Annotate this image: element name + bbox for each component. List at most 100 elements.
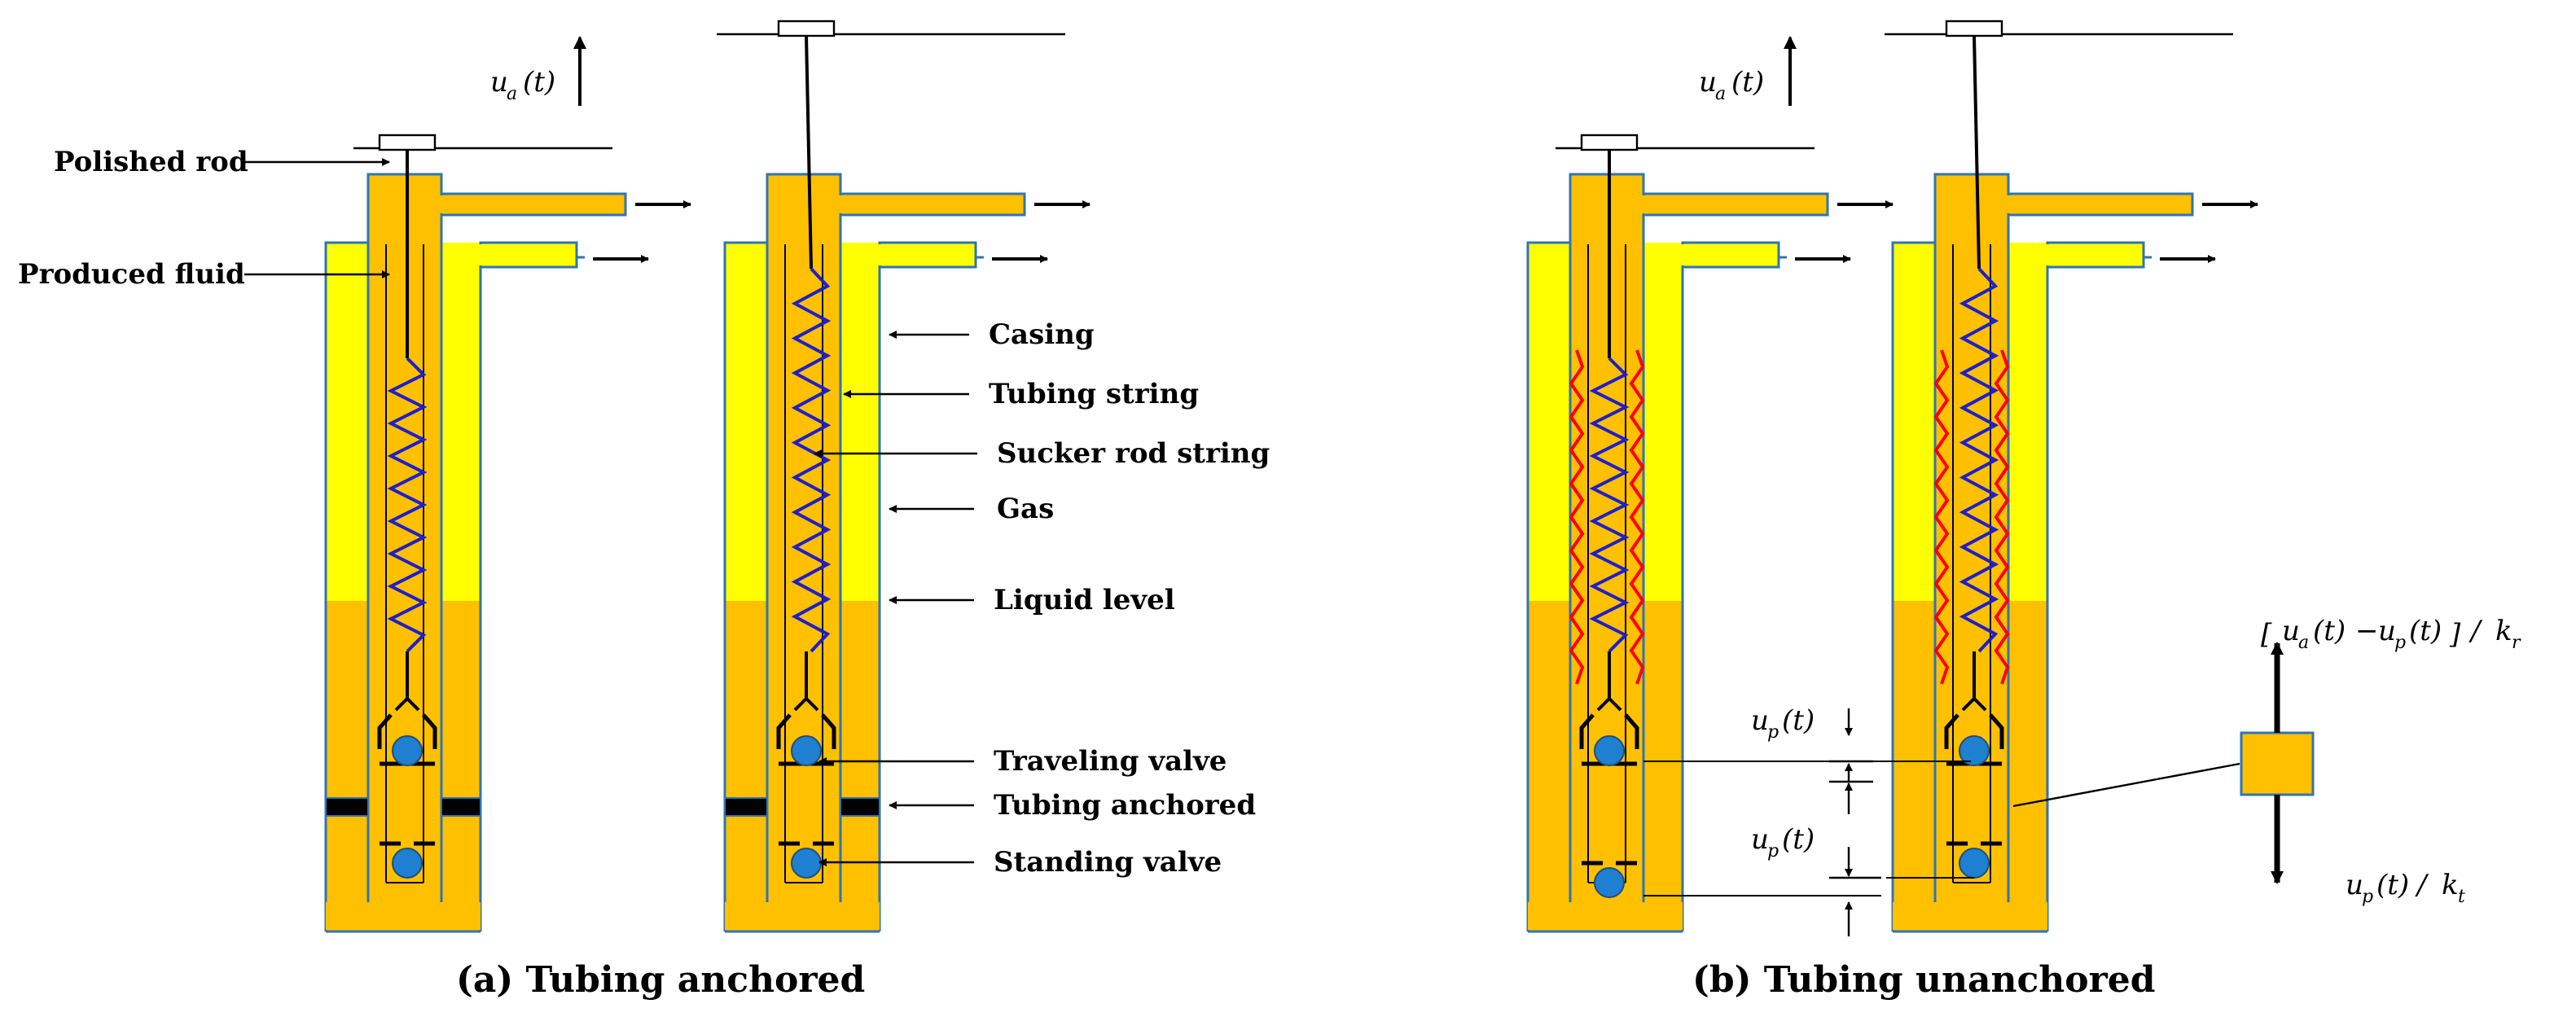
- well-b1-bottom-band: [1528, 902, 1683, 930]
- svg-text:k: k: [2442, 869, 2459, 901]
- wells-layer: [324, 20, 2258, 933]
- math-layer: u a (t) u a (t) u p (t) u p (t): [490, 36, 2521, 936]
- well-a1-casing-right-wall: [479, 256, 585, 932]
- casing-label: Casing: [989, 318, 1095, 351]
- well-a1-sucker-rod-spring: [387, 357, 428, 653]
- well-a2-bottom-band: [725, 902, 880, 930]
- well-b2-bottom-band: [1893, 902, 2047, 930]
- well-b1-sucker-rod-spring: [1589, 357, 1630, 653]
- well-a2-casing-left-wall: [723, 241, 767, 932]
- svg-text:p: p: [2394, 633, 2406, 653]
- svg-text:u: u: [490, 66, 508, 99]
- standing-valve-label: Standing valve: [994, 846, 1222, 879]
- well-a1-standing-valve-ball: [392, 848, 423, 879]
- well-a2-tv-cage-left: [776, 713, 792, 749]
- well-b2-tv-cage-left: [1944, 713, 1959, 749]
- well-a1-polished-rod-clamp: [378, 134, 437, 151]
- svg-text:(t): (t): [1782, 704, 1815, 737]
- well-b2-polished-rod: [1973, 35, 1981, 270]
- well-b2-traveling-valve-ball: [1959, 735, 1990, 766]
- well-a1-tubing-outlet: [440, 192, 627, 217]
- caption-b: (b) Tubing unanchored: [1692, 959, 2156, 1001]
- well-b1-tv-cage-right: [1624, 713, 1639, 749]
- well-b1-tubing-stretch-left: [1569, 349, 1585, 685]
- well-a1-casing-outlet: [479, 241, 578, 269]
- free-body-leader: [2012, 762, 2240, 808]
- svg-text:a: a: [507, 84, 517, 104]
- ua-symbol-b: u a (t): [1699, 66, 1764, 104]
- well-a2-casing-right-wall: [878, 256, 984, 932]
- svg-text:p: p: [1767, 841, 1779, 861]
- well-b2-sucker-rod-spring: [1959, 267, 1999, 653]
- well-b1-plunger-yoke: [1596, 696, 1622, 712]
- well-b1-group: [1526, 134, 1894, 933]
- well-a1-plunger-yoke: [394, 696, 420, 712]
- traveling-valve-label: Traveling valve: [994, 745, 1227, 778]
- well-b1-tv-cage-left: [1579, 713, 1595, 749]
- svg-text:u: u: [2282, 615, 2300, 647]
- well-a1-bottom-band: [326, 902, 481, 930]
- well-a1-casing-left-wall: [324, 241, 368, 932]
- well-a2-group: [717, 20, 1091, 933]
- well-a2-polished-rod-clamp: [777, 20, 836, 37]
- svg-text:/: /: [2415, 869, 2429, 901]
- tubing-string-label: Tubing string: [989, 378, 1199, 410]
- well-a2-tv-cage-right: [821, 713, 836, 749]
- well-b1-casing-right-wall: [1681, 256, 1787, 932]
- well-a1-anchor-right: [441, 797, 481, 817]
- well-b2-tubing-outlet: [2007, 192, 2194, 217]
- well-a2-sucker-rod-spring: [791, 267, 832, 653]
- well-a2-traveling-valve-ball: [791, 735, 822, 766]
- well-a1-tv-cage-left: [377, 713, 393, 749]
- svg-text:p: p: [1767, 722, 1779, 743]
- labels-layer: Polished rod Produced fluid Casing Tubin…: [18, 146, 2156, 1001]
- well-b1-casing-left-wall: [1526, 241, 1570, 932]
- well-b2-casing-right-wall: [2046, 256, 2152, 932]
- svg-text:/: /: [2468, 615, 2483, 647]
- well-b2-tubing-stretch-right: [1994, 349, 2010, 685]
- well-b2-casing-left-wall: [1891, 241, 1935, 932]
- well-a2-tubing-outlet: [839, 192, 1026, 217]
- svg-text:t: t: [2458, 887, 2465, 907]
- svg-text:a: a: [1715, 84, 1726, 104]
- svg-text:u: u: [1699, 66, 1717, 99]
- svg-text:−: −: [2355, 615, 2379, 647]
- liquid-level-label: Liquid level: [994, 584, 1175, 616]
- svg-text:p: p: [2362, 887, 2373, 907]
- polished-rod-label: Polished rod: [54, 146, 248, 178]
- svg-text:r: r: [2512, 633, 2521, 653]
- well-a2-anchor-left: [724, 797, 768, 817]
- svg-text:u: u: [2378, 615, 2396, 647]
- well-b2-tubing-stretch-left: [1933, 349, 1950, 685]
- svg-text:(t): (t): [2313, 615, 2346, 647]
- svg-text:(t): (t): [1731, 66, 1764, 99]
- well-a2-standing-valve-ball: [791, 848, 822, 879]
- well-a2-plunger-yoke: [793, 696, 819, 712]
- svg-text:]: ]: [2449, 618, 2461, 651]
- well-a2-anchor-right: [840, 797, 880, 817]
- well-b1-tubing-outlet: [1642, 192, 1829, 217]
- well-b1-tubing-stretch-right: [1629, 349, 1645, 685]
- up-symbol-lower: u p (t): [1751, 823, 1815, 861]
- caption-a: (a) Tubing anchored: [456, 959, 865, 1001]
- force-up-label: [ u a (t) − u p (t) ] / k r: [2261, 615, 2521, 653]
- well-b2-standing-valve-ball: [1959, 848, 1990, 879]
- svg-text:(t): (t): [2376, 869, 2409, 901]
- svg-text:k: k: [2495, 615, 2512, 647]
- up-symbol-upper: u p (t): [1751, 704, 1815, 743]
- well-b2-plunger-yoke: [1961, 696, 1987, 712]
- ua-symbol-a: u a (t): [490, 66, 555, 104]
- svg-text:u: u: [1751, 823, 1769, 856]
- well-a1-anchor-left: [325, 797, 369, 817]
- well-b1-standing-valve-ball: [1594, 867, 1625, 898]
- well-b2-casing-outlet: [2046, 241, 2145, 269]
- tubing-anchored-label: Tubing anchored: [994, 789, 1256, 822]
- gas-label: Gas: [997, 493, 1054, 525]
- force-down-label: u p (t) / k t: [2346, 869, 2465, 907]
- well-b1-casing-outlet: [1681, 241, 1780, 269]
- well-b2-group: [1885, 20, 2258, 933]
- well-b1-traveling-valve-ball: [1594, 735, 1625, 766]
- free-body-block: [2240, 731, 2315, 796]
- well-b2-polished-rod-clamp: [1945, 20, 2003, 37]
